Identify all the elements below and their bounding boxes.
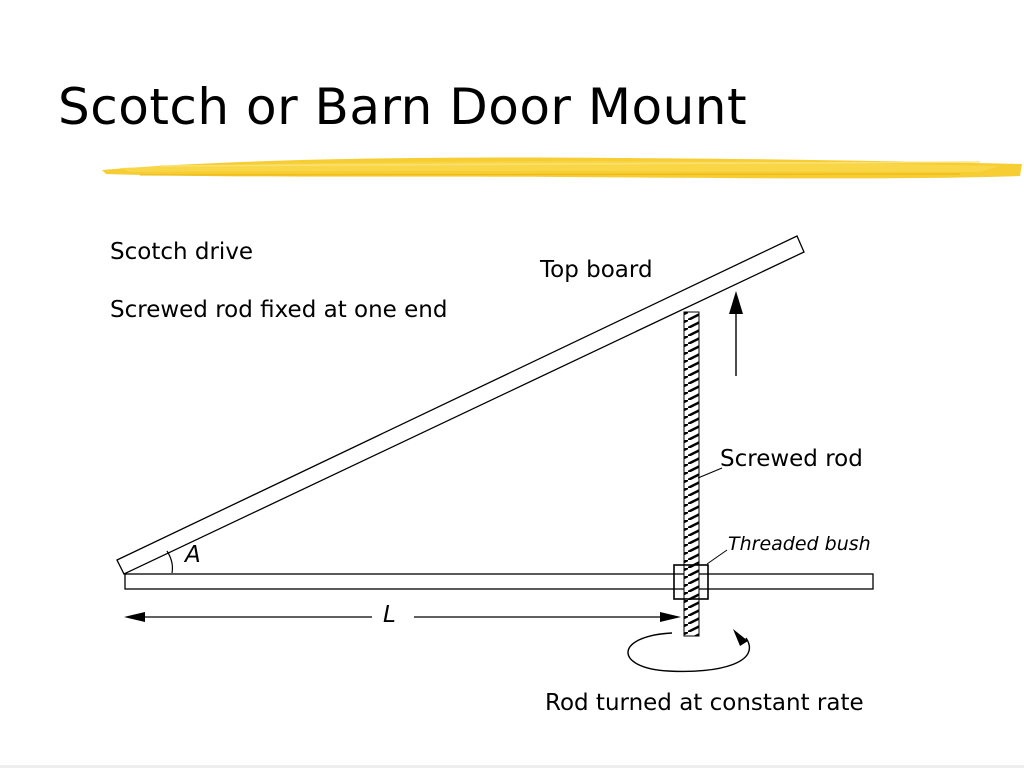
rotation-arrow-icon	[627, 629, 751, 673]
label-rotation: Rod turned at constant rate	[545, 690, 864, 716]
screwed-rod-leader	[697, 467, 723, 479]
base-board	[124, 573, 874, 590]
threaded-bush	[673, 564, 709, 600]
title-underline-brush	[102, 157, 1022, 179]
length-dimension	[124, 612, 681, 622]
label-angle: A	[185, 542, 201, 568]
top-board	[116, 235, 805, 575]
bush-leader	[706, 549, 728, 565]
bottom-divider	[0, 765, 1024, 768]
slide-title: Scotch or Barn Door Mount	[58, 78, 748, 136]
note-screwed-rod-fixed: Screwed rod fixed at one end	[110, 297, 448, 323]
label-top-board: Top board	[540, 257, 653, 283]
label-screwed-rod: Screwed rod	[720, 446, 863, 472]
label-threaded-bush: Threaded bush	[728, 533, 871, 555]
note-scotch-drive: Scotch drive	[110, 239, 254, 265]
angle-arc	[166, 550, 174, 574]
label-length: L	[383, 602, 396, 628]
upward-arrow	[729, 291, 743, 376]
screwed-rod	[683, 311, 700, 637]
